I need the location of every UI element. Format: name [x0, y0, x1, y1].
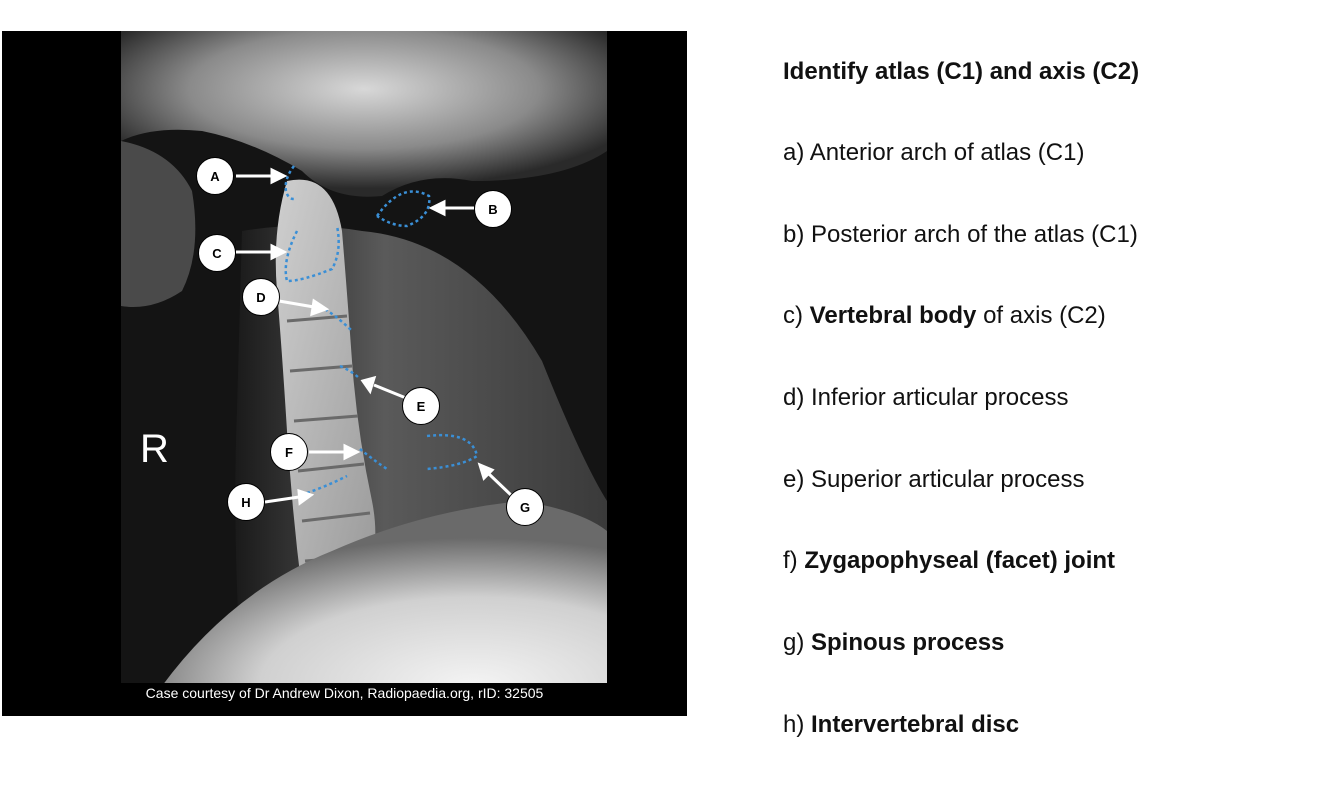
legend-text: Anterior arch of atlas (C1) [809, 139, 1085, 166]
outline-b [375, 190, 431, 228]
legend-item-e: e) Superior articular process [783, 460, 1323, 500]
outline-f [359, 448, 388, 471]
marker-b: B [474, 190, 512, 228]
legend-bold: Intervertebral disc [811, 710, 1020, 738]
xray-drawing [121, 31, 608, 716]
marker-f-label: F [285, 444, 293, 460]
legend-text: Posterior arch of the atlas (C1) [811, 220, 1138, 248]
legend-prefix: e) [783, 465, 812, 493]
legend-prefix: a) [783, 139, 810, 166]
marker-arrows [236, 167, 514, 506]
legend-bold: Zygapophyseal (facet) joint [804, 547, 1116, 575]
marker-e: E [402, 387, 440, 425]
legend-item-f: f) Zygapophyseal (facet) joint [783, 541, 1323, 581]
marker-a: A [196, 157, 234, 195]
marker-e-label: E [416, 398, 426, 414]
legend-prefix: g) [783, 629, 812, 657]
legend-prefix: d) [783, 384, 812, 412]
legend-item-d: d) Inferior articular process [783, 378, 1323, 418]
image-credit: Case courtesy of Dr Andrew Dixon, Radiop… [145, 685, 544, 701]
marker-g-label: G [519, 499, 531, 515]
legend-text: Inferior articular process [811, 384, 1069, 412]
jaw-shape [121, 141, 196, 307]
legend-item-a: a) Anterior arch of atlas (C1) [783, 133, 1323, 173]
legend-title: Identify atlas (C1) and axis (C2) [783, 58, 1140, 85]
legend-panel: Identify atlas (C1) and axis (C2) a) Ant… [783, 52, 1323, 787]
skull-shape [121, 31, 607, 197]
marker-h: H [227, 483, 265, 521]
marker-d: D [242, 278, 280, 316]
marker-f: F [270, 433, 308, 471]
credit-band [121, 683, 607, 716]
legend-prefix: h) [783, 710, 812, 738]
legend-text: of axis (C2) [976, 302, 1106, 330]
side-marker: R [140, 427, 169, 471]
marker-b-label: B [488, 201, 498, 217]
legend-item-g: g) Spinous process [783, 623, 1323, 663]
outline-d [319, 304, 353, 332]
legend-text: Superior articular process [811, 465, 1085, 493]
legend-item-h: h) Intervertebral disc [783, 705, 1323, 745]
marker-c: C [198, 234, 236, 272]
marker-g: G [506, 488, 544, 526]
legend-item-b: b) Posterior arch of the atlas (C1) [783, 215, 1323, 255]
marker-d-label: D [256, 289, 266, 305]
legend-item-c: c) Vertebral body of axis (C2) [783, 296, 1323, 336]
cervical-spine [275, 179, 376, 592]
outline-g [426, 434, 479, 471]
legend-bold: Vertebral body [809, 302, 977, 330]
outline-e [339, 364, 361, 380]
legend-prefix: b) [783, 220, 812, 248]
legend-bold: Spinous process [811, 629, 1005, 657]
marker-h-label: H [241, 494, 251, 510]
marker-c-label: C [212, 245, 222, 261]
shoulder-shape [162, 501, 607, 686]
outline-a [284, 165, 295, 201]
structure-outlines [284, 165, 479, 495]
legend-prefix: c) [783, 302, 810, 330]
legend-prefix: f) [783, 547, 805, 575]
marker-a-label: A [210, 168, 220, 184]
xray-image: A B C D E F G H R Case courtesy of Dr An… [2, 31, 687, 716]
